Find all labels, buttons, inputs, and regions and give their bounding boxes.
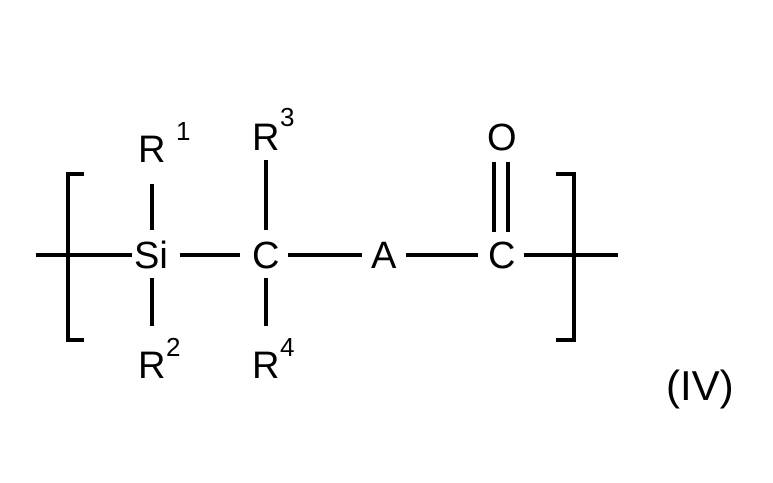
formula-label: (IV) [666,362,734,409]
atom-o: O [487,117,517,159]
atom-a: A [371,235,397,277]
substituent-r3-index: 3 [280,102,294,132]
atom-si: Si [134,235,168,277]
substituent-r4: R [252,345,279,387]
substituent-r2: R [138,345,165,387]
substituent-r1-index: 1 [176,116,190,146]
substituent-r3: R [252,117,279,159]
substituent-r2-index: 2 [166,332,180,362]
substituent-r4-index: 4 [280,332,294,362]
atom-c-alpha: C [252,235,279,277]
substituent-r1: R [138,129,165,171]
atom-c-carbonyl: C [488,235,515,277]
